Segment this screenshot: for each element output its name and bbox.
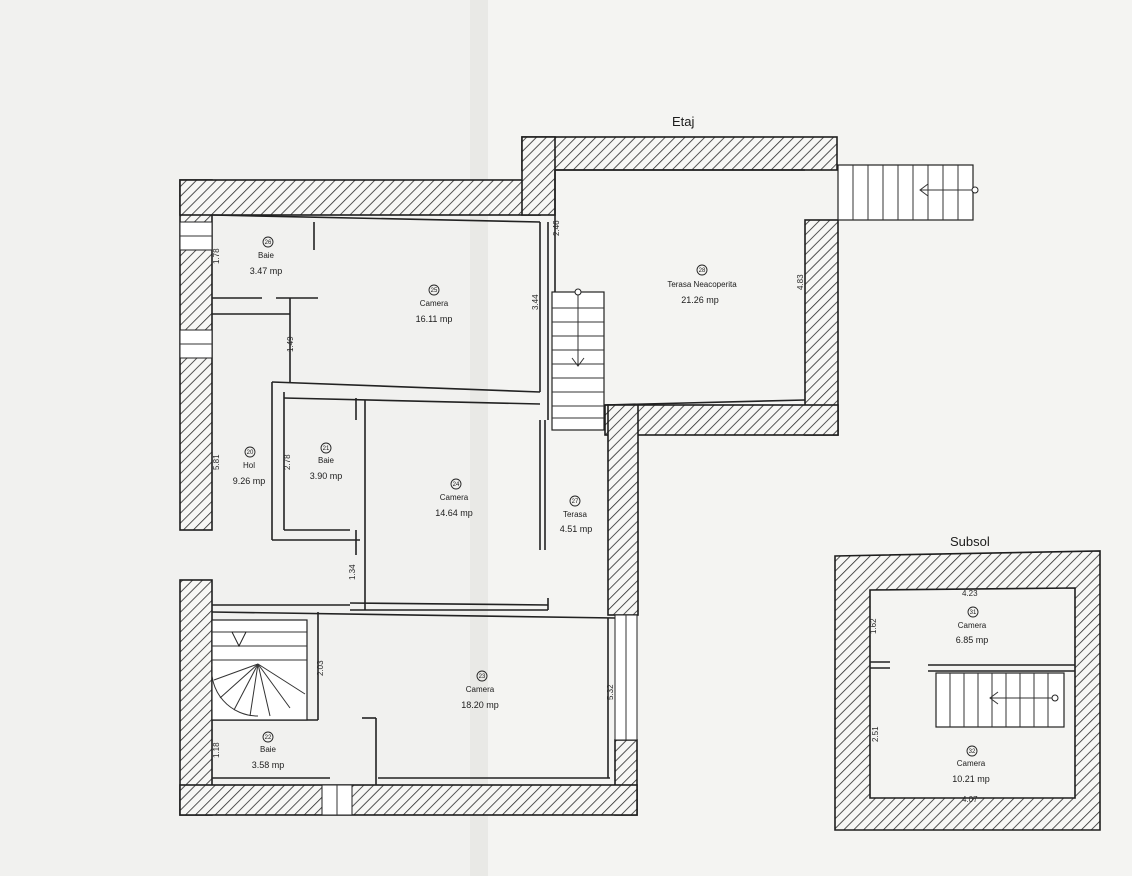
dim-4-83: 4.83 (796, 274, 805, 290)
spiral-stairs (211, 619, 308, 721)
room-21: 21 Baie 3.90 mp (310, 442, 343, 481)
room-20-area: 9.26 mp (233, 476, 266, 486)
room-31-name: Camera (958, 621, 987, 630)
dim-3-44: 3.44 (531, 294, 540, 310)
room-25-area: 16.11 mp (416, 314, 453, 324)
room-28-area: 21.26 mp (681, 295, 719, 305)
room-24-name: Camera (440, 493, 469, 502)
room-22-name: Baie (260, 745, 277, 754)
dim-5-32: 5.32 (606, 684, 615, 700)
paper-fold-shadow (470, 0, 488, 876)
etaj-walls (179, 136, 839, 816)
room-21-num: 21 (323, 446, 330, 452)
dim-1-49: 1.49 (286, 336, 295, 352)
room-32-num: 32 (969, 749, 976, 755)
room-20-name: Hol (243, 461, 255, 470)
room-26-name: Baie (258, 251, 275, 260)
room-26: 26 Baie 3.47 mp (250, 236, 283, 276)
interior-stairs (551, 288, 605, 431)
room-27-name: Terasa (563, 510, 588, 519)
room-26-num: 26 (265, 240, 272, 246)
room-32-name: Camera (957, 759, 986, 768)
dim-2-51: 2.51 (871, 726, 880, 742)
room-31: 31 Camera 6.85 mp (956, 606, 989, 645)
room-20: 20 Hol 9.26 mp (233, 446, 266, 486)
room-28-num: 28 (699, 268, 706, 274)
room-22-area: 3.58 mp (252, 760, 285, 770)
exterior-stairs (837, 164, 979, 221)
room-21-name: Baie (318, 456, 335, 465)
subsol-partitions (870, 661, 1075, 672)
room-23-area: 18.20 mp (461, 700, 499, 710)
dim-1-18: 1.18 (212, 742, 221, 758)
room-27-area: 4.51 mp (560, 524, 593, 534)
dim-1-62: 1.62 (869, 618, 878, 634)
dim-4-23: 4.23 (962, 589, 978, 598)
room-26-area: 3.47 mp (250, 266, 283, 276)
etaj-title: Etaj (672, 114, 695, 129)
dim-2-46: 2.46 (552, 220, 561, 236)
dim-2-78: 2.78 (283, 454, 292, 470)
room-24-num: 24 (453, 482, 460, 488)
room-23: 23 Camera 18.20 mp (461, 670, 499, 710)
subsol-stairs (935, 672, 1065, 728)
room-32-area: 10.21 mp (952, 774, 990, 784)
subsol-title: Subsol (950, 534, 990, 549)
room-28: 28 Terasa Neacoperita 21.26 mp (667, 264, 737, 305)
subsol-walls (834, 550, 1101, 831)
room-23-num: 23 (479, 674, 486, 680)
room-21-area: 3.90 mp (310, 471, 343, 481)
room-32: 32 Camera 10.21 mp (952, 745, 990, 784)
subsol-dimensions: 4.23 4.07 1.62 2.51 (869, 589, 978, 804)
room-27: 27 Terasa 4.51 mp (560, 495, 593, 534)
room-31-num: 31 (970, 610, 977, 616)
room-24-area: 14.64 mp (435, 508, 473, 518)
room-28-name: Terasa Neacoperita (667, 280, 737, 289)
dim-1-34: 1.34 (348, 564, 357, 580)
room-24: 24 Camera 14.64 mp (435, 478, 473, 518)
room-25: 25 Camera 16.11 mp (416, 284, 453, 324)
etaj-dimensions: 1.78 1.49 5.81 2.78 1.34 2.03 1.18 3.44 … (212, 220, 805, 758)
etaj-windows (179, 221, 638, 816)
dim-2-03: 2.03 (316, 660, 325, 676)
room-22-num: 22 (265, 735, 272, 741)
room-27-num: 27 (572, 499, 579, 505)
room-25-num: 25 (431, 288, 438, 294)
dim-4-07: 4.07 (962, 795, 978, 804)
etaj-partitions (211, 169, 806, 785)
room-20-num: 20 (247, 450, 254, 456)
room-31-area: 6.85 mp (956, 635, 989, 645)
dim-1-78: 1.78 (212, 248, 221, 264)
dim-5-81: 5.81 (212, 454, 221, 470)
room-25-name: Camera (420, 299, 449, 308)
room-22: 22 Baie 3.58 mp (252, 731, 285, 770)
paper-right-panel (488, 0, 1132, 876)
room-23-name: Camera (466, 685, 495, 694)
